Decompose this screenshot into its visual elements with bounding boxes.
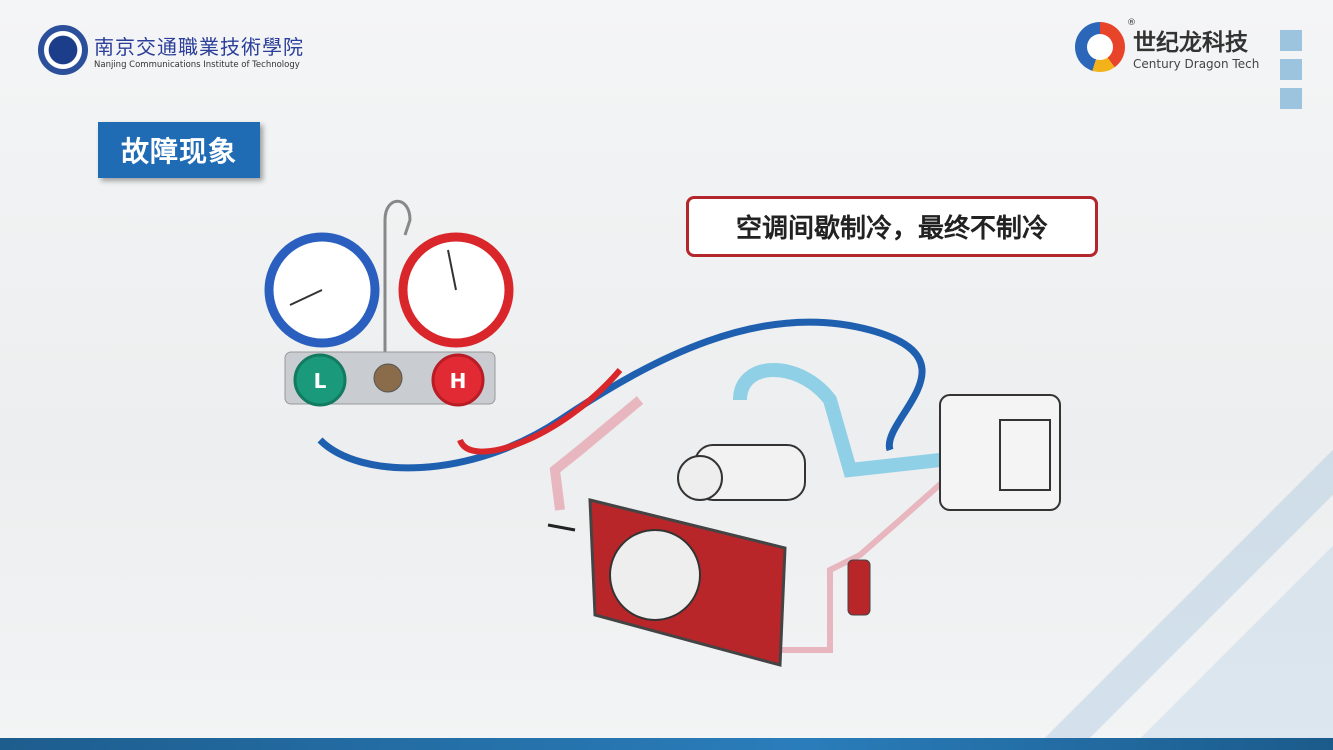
- discharge-line: [549, 396, 644, 511]
- high-gauge-needle: [447, 249, 457, 291]
- low-knob-label: L: [314, 369, 327, 393]
- high-pressure-hose: [457, 368, 623, 455]
- footer-bar: [0, 738, 1333, 750]
- high-valve-knob: [431, 353, 485, 407]
- fault-callout: 空调间歇制冷，最终不制冷: [686, 196, 1098, 257]
- compressor-clutch: [677, 455, 723, 501]
- center-sight-glass: [373, 363, 403, 393]
- decor-square: [1280, 59, 1302, 80]
- evaporator-core: [999, 419, 1051, 491]
- hanger-hook: [383, 199, 412, 355]
- receiver-drier: [847, 559, 871, 616]
- brand-logo: ® 世纪龙科技 Century Dragon Tech: [1075, 18, 1260, 72]
- liquid-line: [780, 477, 947, 653]
- brand-name-en: Century Dragon Tech: [1133, 57, 1260, 71]
- high-knob-label: H: [450, 369, 467, 393]
- school-name-en: Nanjing Communications Institute of Tech…: [94, 59, 300, 70]
- school-seal-icon: [38, 25, 88, 75]
- section-title: 故障现象: [98, 122, 260, 178]
- brand-name-cn: 世纪龙科技: [1133, 30, 1248, 56]
- school-logo: 南京交通職業技術學院 Nanjing Communications Instit…: [38, 25, 304, 75]
- decor-square: [1280, 88, 1302, 109]
- low-valve-knob: [293, 353, 347, 407]
- registered-mark: ®: [1127, 18, 1136, 28]
- condenser-fan: [609, 529, 701, 621]
- suction-line: [733, 363, 941, 478]
- dragon-logo-icon: [1075, 22, 1125, 72]
- low-pressure-hose: [317, 318, 926, 472]
- decor-square: [1280, 30, 1302, 51]
- school-name-cn: 南京交通職業技術學院: [94, 34, 304, 59]
- low-gauge-needle: [289, 289, 323, 306]
- flow-arrow-icon: [547, 523, 576, 532]
